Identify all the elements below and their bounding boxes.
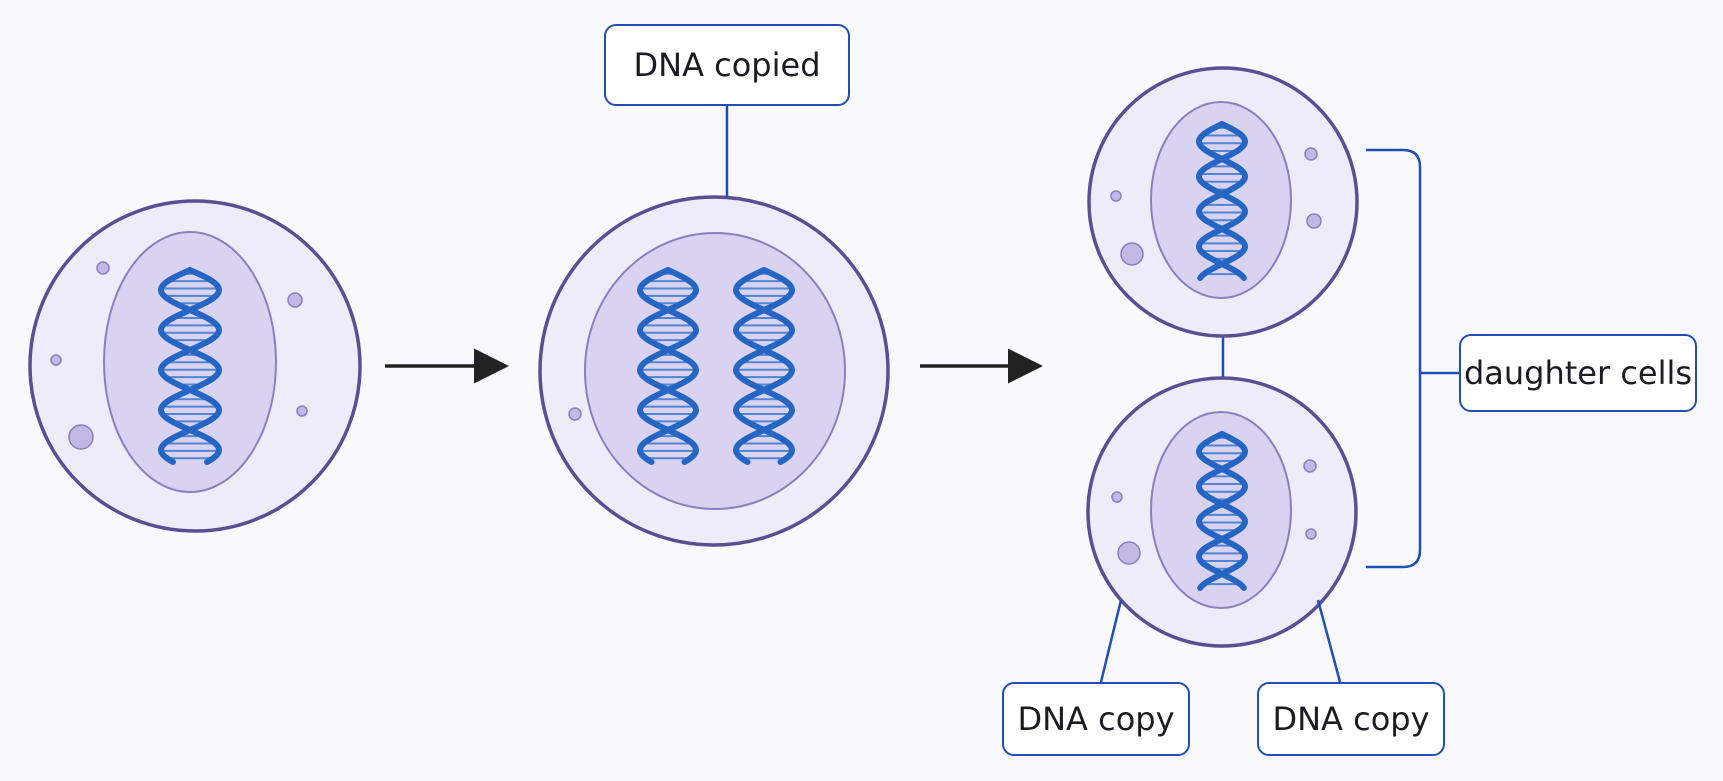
daughter-cell-bottom-dna xyxy=(1195,431,1249,591)
organelle xyxy=(1117,541,1141,565)
daughter-cells-label: daughter cells xyxy=(1459,334,1697,412)
parent-cell-dna xyxy=(158,267,222,465)
dna-copy-right-text: DNA copy xyxy=(1272,700,1430,738)
daughter-cell-top-dna xyxy=(1195,121,1249,281)
dna-copy-left-text: DNA copy xyxy=(1017,700,1175,738)
organelle xyxy=(1111,491,1123,503)
dna-copy-label-right: DNA copy xyxy=(1257,682,1445,756)
parent-cell xyxy=(28,199,362,533)
dna-strand-b xyxy=(1195,431,1249,591)
daughter-cell-bottom-nucleus xyxy=(1150,411,1292,609)
daughter-cells-text: daughter cells xyxy=(1463,354,1693,392)
daughter-cells-bracket xyxy=(1366,148,1422,569)
organelle xyxy=(68,424,94,450)
replicating-cell-dna-copy xyxy=(733,267,795,465)
dna-copy-right-leader xyxy=(1316,599,1342,683)
organelle xyxy=(1306,213,1322,229)
dna-strand-b xyxy=(637,267,699,465)
replicating-cell-dna-original xyxy=(637,267,699,465)
dna-copied-label: DNA copied xyxy=(604,24,850,106)
dna-strand-a xyxy=(1195,121,1249,281)
daughter-cell-top-nucleus xyxy=(1150,101,1292,299)
daughter-cell-bottom xyxy=(1086,376,1358,648)
dna-strand-b xyxy=(733,267,795,465)
organelle xyxy=(1305,528,1317,540)
organelle xyxy=(1120,242,1144,266)
organelle xyxy=(1110,190,1122,202)
organelle xyxy=(287,292,303,308)
dna-copied-text: DNA copied xyxy=(633,46,821,84)
dna-copy-left-leader xyxy=(1099,599,1123,683)
dna-strand-b xyxy=(158,267,222,465)
replicating-cell xyxy=(538,195,890,547)
organelle xyxy=(568,407,582,421)
dna-strand-b xyxy=(1195,121,1249,281)
organelle xyxy=(296,405,308,417)
organelle xyxy=(50,354,62,366)
organelle xyxy=(1304,147,1318,161)
organelle xyxy=(96,261,110,275)
dna-strand-a xyxy=(1195,431,1249,591)
replicating-cell-nucleus xyxy=(584,232,846,510)
dna-copy-label-left: DNA copy xyxy=(1002,682,1190,756)
organelle xyxy=(1303,459,1317,473)
daughter-cell-top xyxy=(1087,66,1359,338)
